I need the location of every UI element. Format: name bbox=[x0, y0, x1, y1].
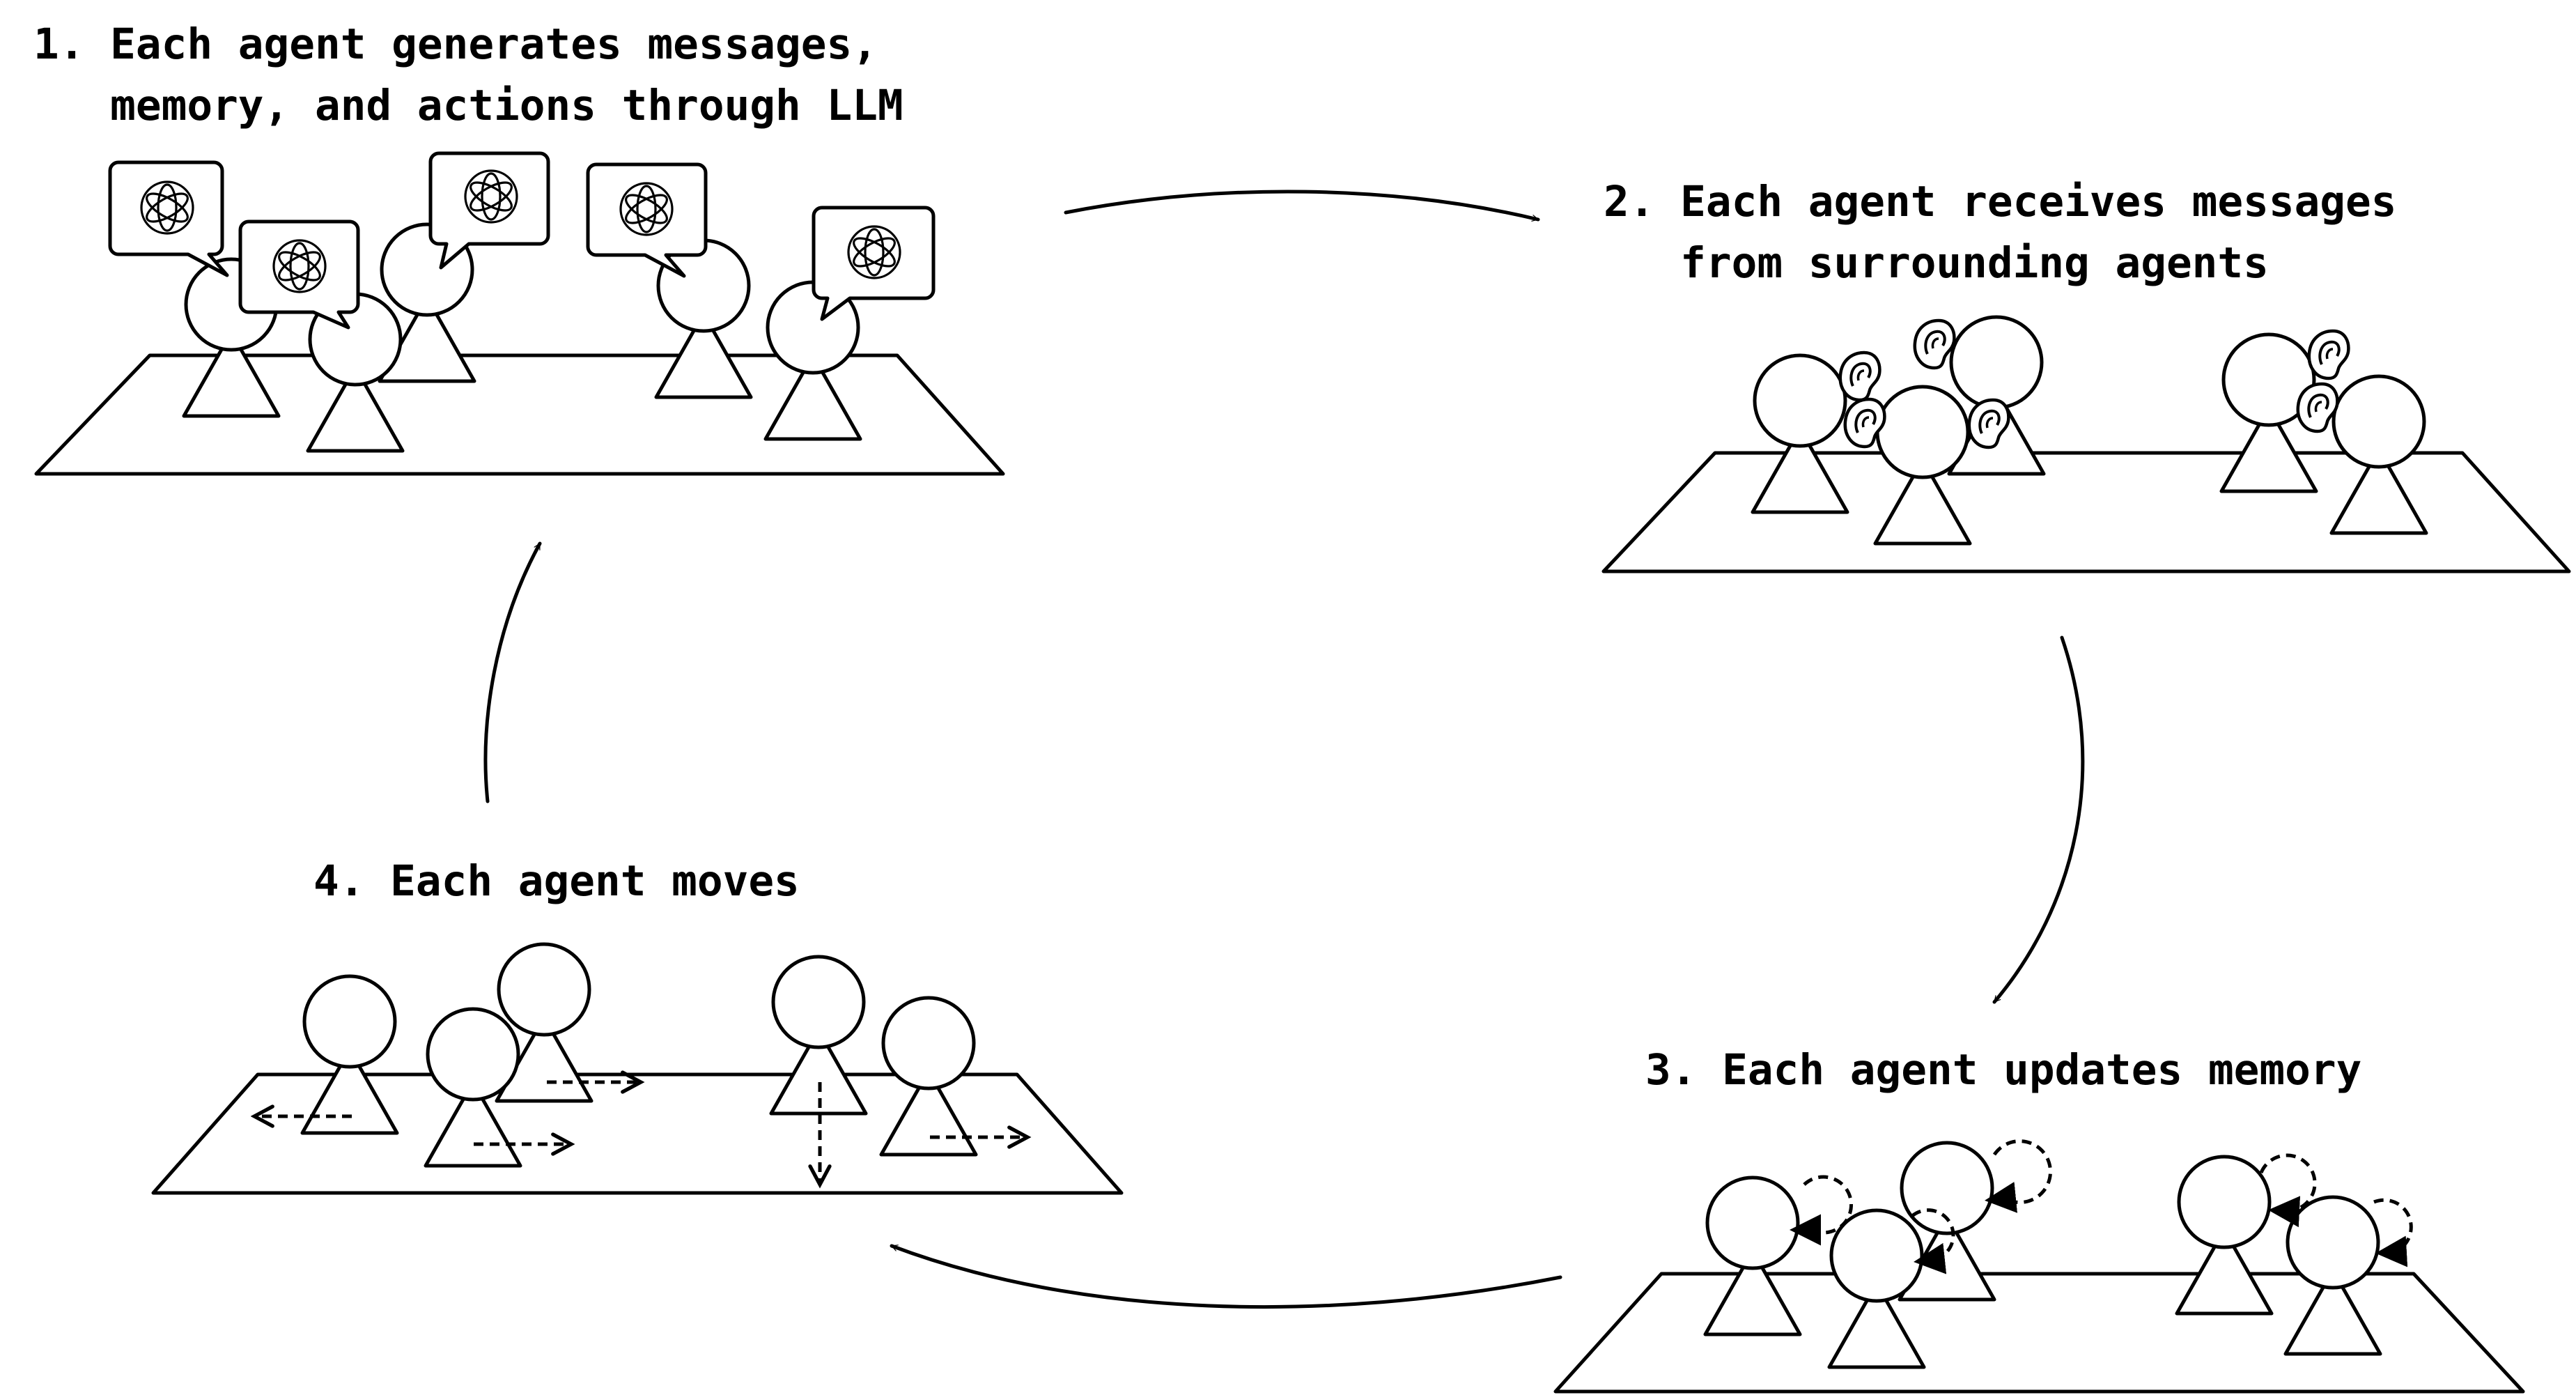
step-1-title: 1. Each agent generates messages, memory… bbox=[33, 20, 903, 130]
step-4-scene bbox=[151, 944, 1124, 1195]
step-3-agent bbox=[1829, 1210, 1924, 1367]
step-2-title: 2. Each agent receives messages from sur… bbox=[1604, 177, 2396, 288]
step-1-agent bbox=[766, 282, 860, 439]
cycle-arrow-2-to-3 bbox=[1992, 635, 2085, 1004]
step-4-title: 4. Each agent moves bbox=[313, 856, 800, 906]
step-4-agent bbox=[426, 1009, 520, 1166]
step-1-title-line-1: 1. Each agent generates messages, bbox=[33, 20, 878, 69]
step-4-agent bbox=[881, 998, 976, 1155]
memory-loop-icon bbox=[1985, 1139, 2052, 1213]
step-4-platform bbox=[151, 1072, 1124, 1195]
ear-icon bbox=[2298, 384, 2338, 431]
step-2-title-line-2: from surrounding agents bbox=[1604, 238, 2269, 288]
step-1-platform bbox=[34, 353, 1005, 476]
step-2-title-line-1: 2. Each agent receives messages bbox=[1604, 177, 2396, 226]
step-3-scene bbox=[1553, 1139, 2525, 1394]
speech-bubble bbox=[428, 151, 550, 270]
step-3-title: 3. Each agent updates memory bbox=[1645, 1045, 2361, 1095]
step-3-agent bbox=[2177, 1157, 2272, 1313]
cycle-arrow-4-to-1 bbox=[483, 541, 542, 803]
speech-bubble bbox=[586, 162, 708, 278]
step-3-agent bbox=[2286, 1197, 2380, 1354]
step-2-agent bbox=[1753, 355, 1847, 512]
speech-bubble bbox=[812, 206, 936, 321]
speech-bubble bbox=[108, 160, 229, 277]
speech-bubble bbox=[238, 219, 360, 330]
step-2-platform bbox=[1601, 451, 2571, 573]
cycle-arrow-3-to-4 bbox=[890, 1244, 1562, 1309]
step-4-agent bbox=[302, 976, 397, 1133]
step-1-scene bbox=[34, 151, 1005, 476]
step-1-title-line-2: memory, and actions through LLM bbox=[33, 81, 903, 130]
step-3-agent bbox=[1705, 1178, 1800, 1334]
memory-loop-icon bbox=[1911, 1208, 1955, 1274]
step-3-platform bbox=[1553, 1272, 2525, 1394]
step-2-agent bbox=[1875, 387, 1970, 544]
step-2-agent bbox=[2331, 376, 2426, 533]
ear-icon bbox=[1915, 321, 1955, 368]
step-2-scene bbox=[1601, 317, 2571, 573]
memory-loop-icon bbox=[1790, 1175, 1853, 1246]
cycle-arrow-1-to-2 bbox=[1064, 190, 1540, 222]
memory-loop-icon bbox=[2259, 1153, 2317, 1228]
ear-icon bbox=[1840, 353, 1880, 400]
ear-icon bbox=[2309, 331, 2349, 378]
